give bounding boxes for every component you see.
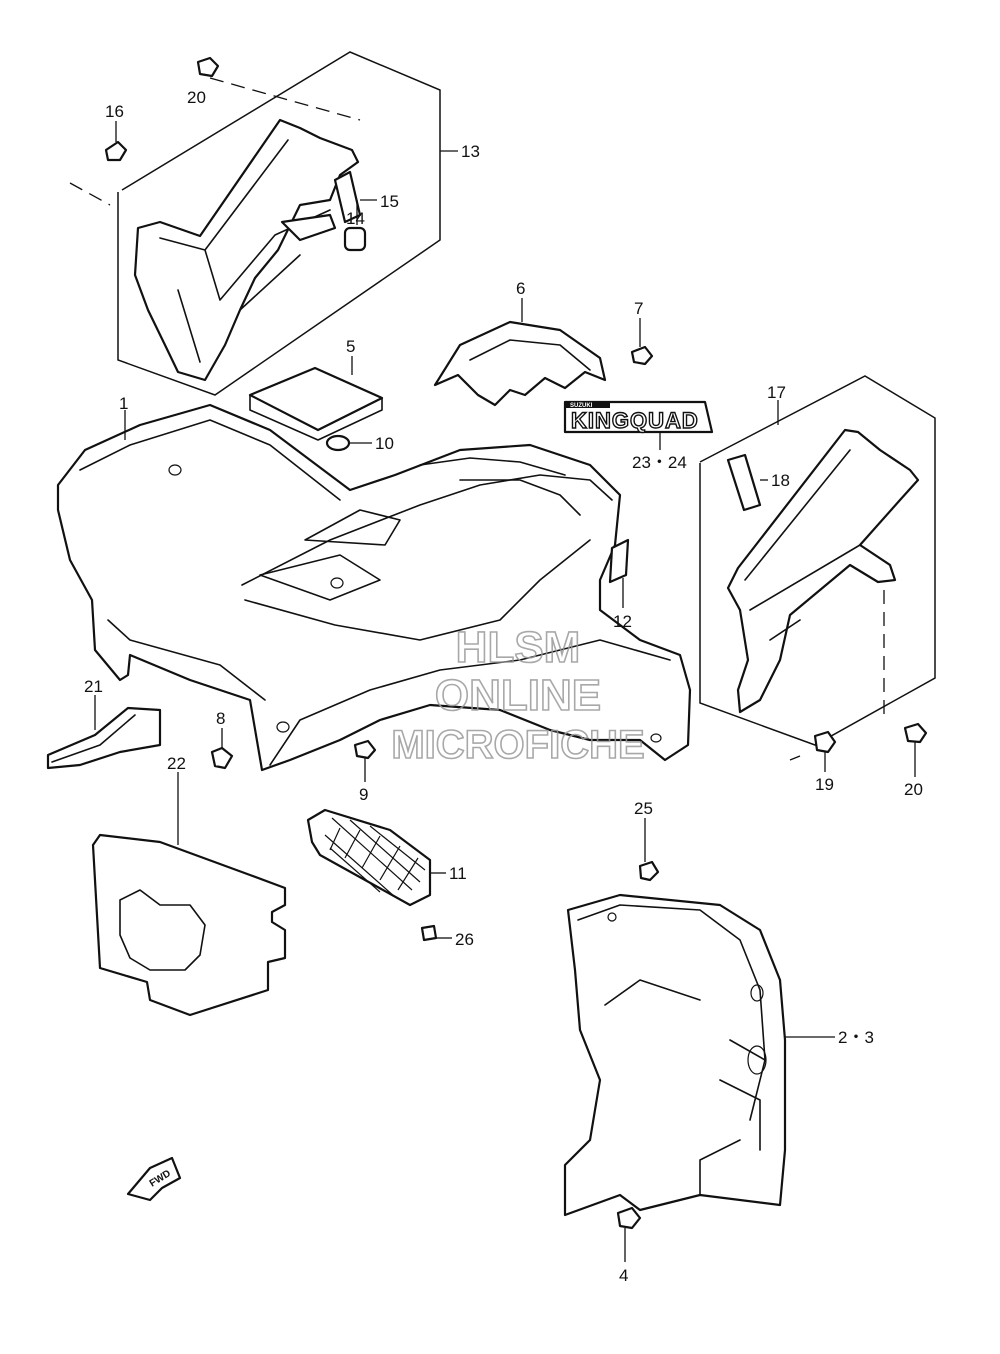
center-cover-6 <box>433 320 607 407</box>
side-cover-left-inner <box>159 139 331 363</box>
fender-1-hole-3 <box>330 577 344 589</box>
label-8: 8 <box>216 709 225 728</box>
side-cover-right-inner <box>744 449 861 641</box>
mud-guard-22-cutout <box>119 889 206 971</box>
label-16: 16 <box>105 102 124 121</box>
flap-21 <box>46 706 162 770</box>
pad-5-side <box>249 394 383 441</box>
fender-1-cutout <box>259 509 401 601</box>
label-18: 18 <box>771 471 790 490</box>
label-2-3: 2・3 <box>838 1028 874 1047</box>
label-1: 1 <box>119 394 128 413</box>
seat-pad-group <box>248 366 384 452</box>
cushion-10 <box>325 434 351 452</box>
forward-arrow: FWD <box>126 1156 182 1202</box>
bolt-25 <box>638 860 660 882</box>
strip-15 <box>333 170 362 224</box>
clip-7 <box>630 345 654 366</box>
fwd-arrow-shape <box>126 1156 182 1202</box>
decal-brand-band <box>565 402 610 408</box>
bolt-4 <box>616 1206 642 1230</box>
flap-21-edge <box>51 714 136 763</box>
inner-fender-hole-2 <box>750 984 764 1002</box>
decal-model-text: KINGQUAD <box>571 408 699 433</box>
label-6: 6 <box>516 279 525 298</box>
watermark: HLSM ONLINE MICROFICHE <box>391 622 646 768</box>
part-labels: 1 2・3 4 5 6 7 8 9 10 11 12 13 14 15 16 1… <box>84 88 923 1285</box>
rear-fender-1 <box>56 403 692 772</box>
label-20-right: 20 <box>904 780 923 799</box>
watermark-line-2: ONLINE <box>435 671 601 720</box>
watermark-line-3: MICROFICHE <box>391 723 644 767</box>
clip-20-top <box>196 56 220 78</box>
strip-18 <box>726 453 762 512</box>
strip-12 <box>608 538 630 584</box>
decal-outline <box>563 400 714 434</box>
grille-group <box>306 739 438 942</box>
bolt-8 <box>210 746 234 770</box>
watermark-line-1: HLSM <box>456 623 581 672</box>
kingquad-decal: SUZUKI KINGQUAD <box>563 400 714 434</box>
pad-5 <box>248 366 384 432</box>
label-19: 19 <box>815 775 834 794</box>
label-4: 4 <box>619 1266 628 1285</box>
label-20-top: 20 <box>187 88 206 107</box>
label-22: 22 <box>167 754 186 773</box>
clip-19 <box>813 730 837 754</box>
label-11: 11 <box>449 864 467 883</box>
grille-11 <box>306 808 432 907</box>
label-5: 5 <box>346 337 355 356</box>
clip-20-right <box>903 722 928 744</box>
label-26: 26 <box>455 930 474 949</box>
leader-lines <box>94 121 916 1262</box>
dashed-leader-20 <box>209 77 361 121</box>
clip-9 <box>353 739 377 760</box>
fender-1-hole-1 <box>168 464 182 476</box>
inner-fender-2-3 <box>563 893 787 1217</box>
assembly-box-13 <box>117 51 441 396</box>
fender-1-hole-4 <box>650 733 662 743</box>
cushion-14 <box>343 226 367 252</box>
fender-side-cover-left-group <box>69 51 441 396</box>
mud-guard-22 <box>91 833 287 1017</box>
label-13: 13 <box>461 142 480 161</box>
fender-1-inner-rim <box>419 457 581 516</box>
decal-brand-text: SUZUKI <box>570 403 593 409</box>
center-cover-6-ridge <box>469 339 591 371</box>
label-14: 14 <box>346 209 365 228</box>
label-15: 15 <box>380 192 399 211</box>
label-10: 10 <box>375 434 394 453</box>
fender-1-top-ridge <box>79 419 341 501</box>
inner-fender-hole-1 <box>747 1045 767 1075</box>
bracket-lug <box>280 213 337 242</box>
label-21: 21 <box>84 677 103 696</box>
fender-1-lower-edge <box>107 619 671 766</box>
inner-fender-hole-3 <box>607 912 617 922</box>
rear-fender-group <box>56 403 692 772</box>
left-lower-parts <box>46 706 287 1017</box>
label-25: 25 <box>634 799 653 818</box>
dashed-leader-19 <box>789 755 801 761</box>
clip-16 <box>104 140 128 162</box>
fender-1-hole-2 <box>276 721 290 733</box>
fender-side-cover-right-group <box>699 375 936 761</box>
side-cover-left <box>133 118 360 382</box>
label-17: 17 <box>767 383 786 402</box>
dashed-leader-16 <box>69 182 111 206</box>
label-9: 9 <box>359 785 368 804</box>
grille-11-mesh <box>324 817 426 898</box>
label-12: 12 <box>613 612 632 631</box>
inner-fender-group <box>563 860 787 1230</box>
center-cover-group <box>433 320 654 407</box>
fender-1-seat-opening <box>241 474 613 641</box>
inner-fender-2-3-detail <box>577 904 766 1196</box>
label-23-24: 23・24 <box>632 453 687 472</box>
label-7: 7 <box>634 299 643 318</box>
assembly-box-17 <box>699 375 936 746</box>
screw-26 <box>420 924 438 942</box>
side-cover-right <box>726 428 920 714</box>
